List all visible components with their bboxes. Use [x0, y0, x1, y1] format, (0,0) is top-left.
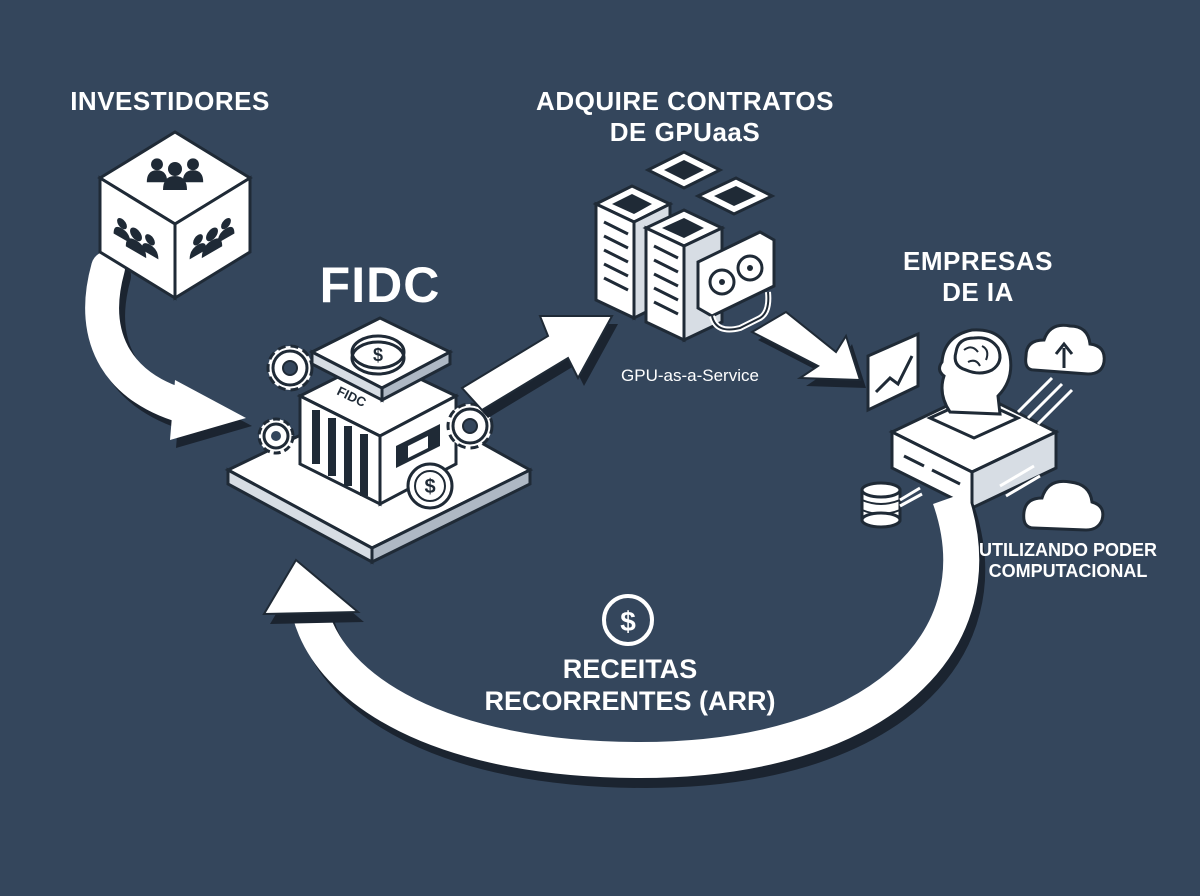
gear-icon: [257, 417, 295, 455]
graphics-card-icon: [696, 230, 776, 333]
coin-icon: $: [406, 462, 454, 510]
ai-brain-head-icon: [888, 328, 1060, 511]
gpuaas-line-1: ADQUIRE CONTRATOS: [536, 86, 834, 116]
chart-icon: [866, 331, 920, 413]
revenue-line-1: RECEITAS: [562, 654, 698, 684]
compute-line-1: UTILIZANDO PODER: [979, 540, 1157, 560]
compute-line-2: COMPUTACIONAL: [988, 561, 1148, 582]
coin-icon: $: [350, 334, 406, 376]
cloud-upload-icon: [1016, 323, 1106, 426]
fidc-title-text: FIDC: [319, 257, 441, 313]
gear-icon: [446, 402, 494, 450]
investors-label: INVESTIDORES: [40, 86, 300, 117]
gpu-service-text: GPU-as-a-Service: [621, 366, 759, 385]
coin-symbol: $: [373, 345, 383, 365]
cloud-icon: [999, 464, 1105, 532]
gpuaas-line-2: DE GPUaaS: [609, 116, 761, 147]
flow-arrow-icon: [749, 310, 866, 388]
compute-label: UTILIZANDO PODER COMPUTACIONAL: [968, 540, 1168, 582]
ai-companies-line-1: EMPRESAS: [903, 246, 1053, 276]
database-icon: [860, 481, 923, 529]
dollar-circle-icon: $: [602, 594, 654, 646]
gpu-service-label: GPU-as-a-Service: [590, 366, 790, 386]
flow-arrow-icon: [262, 492, 986, 789]
flow-arrow-icon: [85, 251, 252, 448]
gpuaas-label: ADQUIRE CONTRATOS DE GPUaaS: [520, 86, 850, 147]
dollar-symbol: $: [620, 606, 636, 637]
investors-cube-icon: [97, 130, 253, 301]
coin-symbol: $: [424, 476, 435, 498]
revenue-line-2: RECORRENTES (ARR): [484, 685, 776, 716]
revenue-label: RECEITAS RECORRENTES (ARR): [460, 654, 800, 718]
ai-companies-line-2: DE IA: [942, 276, 1014, 307]
flow-arrow-icon: [460, 315, 618, 418]
ai-companies-label: EMPRESAS DE IA: [878, 246, 1078, 307]
fidc-title: FIDC: [290, 256, 470, 315]
investors-text: INVESTIDORES: [70, 86, 270, 116]
gear-icon: [266, 344, 314, 392]
